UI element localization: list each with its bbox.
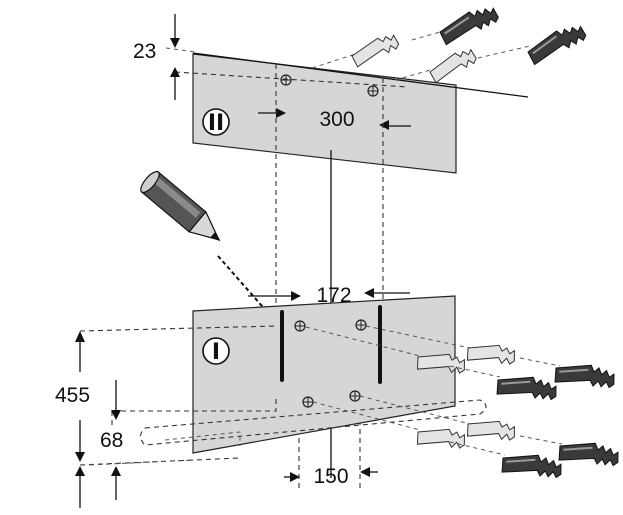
marker-bottom-circle <box>202 337 230 365</box>
top-mounting-plate: II 300 <box>174 52 529 174</box>
wall-plug-icon <box>435 2 503 47</box>
wall-plug-icon <box>552 357 618 396</box>
dim-172-label: 172 <box>316 284 351 307</box>
marker-top-label: II <box>208 111 224 136</box>
dim-68: 68 <box>75 420 123 508</box>
bottom-mounting-plate: I <box>79 295 487 466</box>
wall-line-top <box>192 52 529 98</box>
wall-plug-icon <box>348 32 402 68</box>
dim-23-label: 23 <box>133 40 156 63</box>
dim-23: 23 <box>133 14 197 100</box>
plate-bottom-shape <box>192 295 456 454</box>
dim-68-label: 68 <box>100 429 123 452</box>
dim-150: 150 <box>284 465 378 488</box>
plate-top-shape <box>192 53 457 174</box>
wall-plug-icon <box>494 369 560 408</box>
dim-300-label: 300 <box>319 108 354 131</box>
wall-plug-icon <box>499 447 565 486</box>
wall-plug-icon <box>426 46 480 84</box>
dim-455-label: 455 <box>55 384 90 407</box>
wall-plug-icon <box>415 422 468 455</box>
appliance-outline <box>139 399 487 446</box>
top-wall-plugs <box>311 2 591 84</box>
pencil-icon <box>140 170 221 242</box>
wall-plug-icon <box>523 21 591 67</box>
top-reference-dashed-line <box>174 71 409 88</box>
wall-plug-icon <box>465 338 518 371</box>
bottom-wall-plugs <box>305 325 622 486</box>
dim-172: 172 <box>248 284 410 307</box>
dim-150-label: 150 <box>313 465 348 488</box>
marker-top-circle <box>202 108 230 136</box>
dim-455: 455 <box>55 331 121 420</box>
marker-bottom-label: I <box>212 340 220 365</box>
wall-plug-icon <box>556 435 622 474</box>
wall-plug-icon <box>465 414 518 447</box>
